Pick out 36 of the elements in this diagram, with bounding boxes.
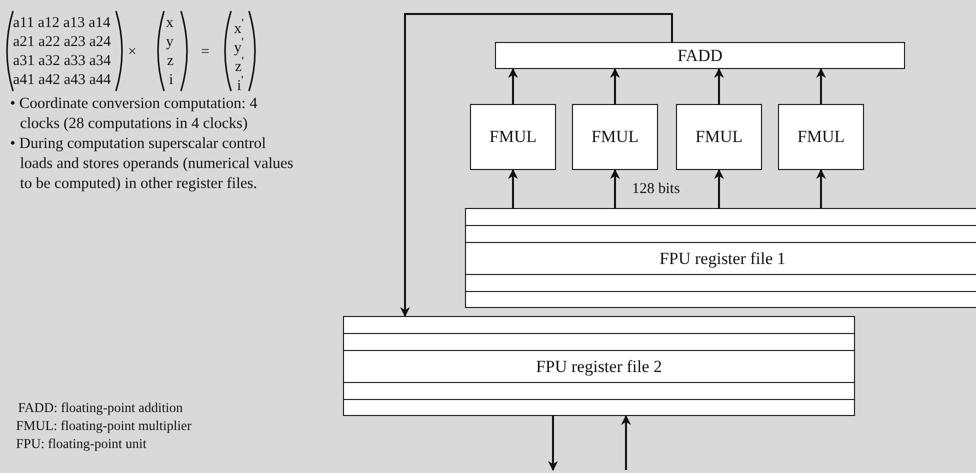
matrix-row: a31 a32 a33 a34: [13, 52, 111, 71]
abbreviation-note: FPU: floating-point unit: [16, 436, 147, 452]
times-sign: ×: [128, 43, 136, 62]
matrix-row: a11 a12 a13 a14: [13, 14, 110, 33]
arrow: [508, 68, 518, 104]
multiplier-box: FMUL: [572, 104, 658, 170]
vector-element: z: [167, 52, 174, 71]
block-label: FPU register file 2: [534, 357, 664, 377]
register-file-block: [465, 208, 976, 308]
arrow: [621, 415, 631, 470]
adder-box: FADD: [495, 42, 905, 69]
abbreviation-note: FMUL: floating-point multiplier: [16, 418, 192, 434]
vector-element: i: [169, 71, 174, 90]
bus-width-label: 128 bits: [632, 180, 680, 199]
matrix-row: a41 a42 a43 a44: [13, 71, 111, 90]
arrow: [610, 169, 620, 208]
arrow: [548, 416, 558, 471]
multiplier-box: FMUL: [778, 104, 864, 170]
abbreviation-note: FADD: floating-point addition: [18, 400, 183, 416]
vector-element: x: [166, 14, 174, 33]
multiplier-box: FMUL: [676, 104, 762, 170]
equals-sign: =: [201, 43, 210, 62]
matrix-row: a21 a22 a23 a24: [13, 33, 111, 52]
arrow: [508, 169, 518, 208]
arrow: [714, 169, 724, 208]
register-file-block: [343, 316, 855, 416]
vector-element: y: [166, 33, 174, 52]
arrow: [816, 68, 826, 104]
bullet-note: • Coordinate conversion computation: 4 clocks (28 computations in 4 clocks): [10, 94, 258, 134]
block-label: FPU register file 1: [658, 249, 787, 269]
multiplier-box: FMUL: [470, 104, 556, 170]
arrow: [400, 13, 673, 317]
bullet-note: • During computation superscalar control loads and stores operands (numerical values to be computed) in other register files.: [10, 134, 294, 194]
arrow: [816, 169, 826, 208]
arrow: [714, 68, 724, 104]
arrow: [610, 68, 620, 104]
